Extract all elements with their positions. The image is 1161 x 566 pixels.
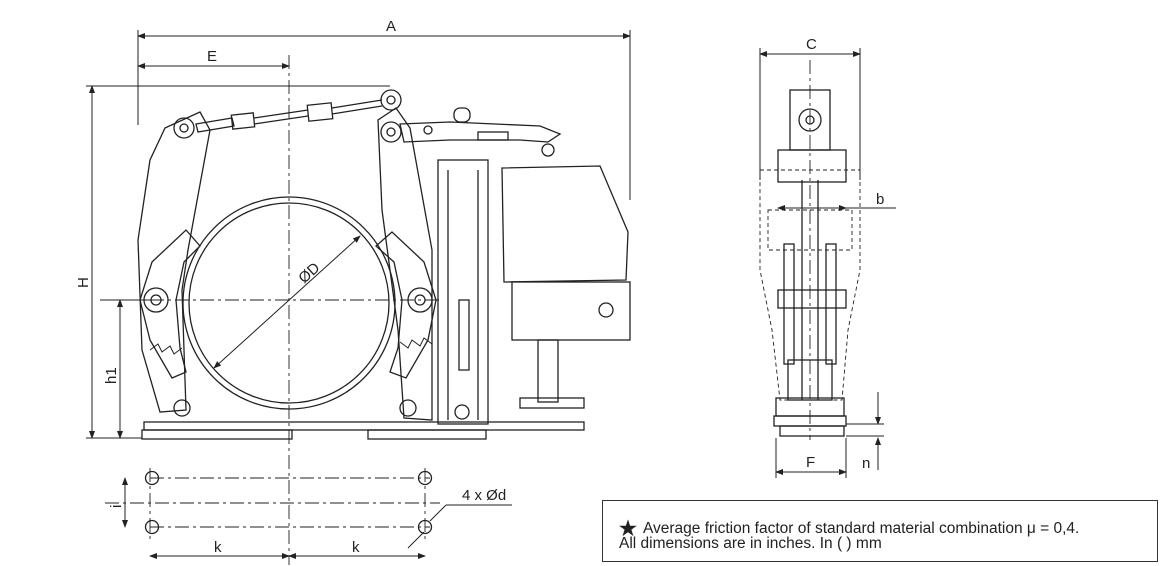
thruster-body	[501, 165, 629, 283]
thruster-foot	[537, 339, 559, 403]
front-view	[137, 89, 631, 440]
dim-label-k-right: k	[352, 539, 360, 556]
mounting-holes	[144, 470, 433, 535]
left-brake-shoe	[139, 229, 201, 379]
dimension-lines	[86, 30, 631, 559]
thruster-frame	[437, 159, 489, 425]
right-spring	[399, 337, 433, 349]
dim-label-F: F	[806, 454, 815, 471]
right-brake-shoe	[375, 231, 437, 379]
lever-knob	[453, 107, 471, 123]
left-spring	[149, 343, 183, 355]
dim-label-H: H	[75, 277, 92, 288]
dim-label-holes: 4 x Ød	[462, 487, 506, 504]
pin-top-right-1	[380, 89, 402, 111]
base-strip	[143, 421, 585, 431]
dim-label-k-left: k	[214, 539, 222, 556]
dim-label-A: A	[386, 18, 396, 35]
base-plate-left	[141, 429, 293, 440]
brake-drum-inner	[188, 202, 390, 404]
note-friction-text: Average friction factor of standard mate…	[642, 520, 1080, 537]
lever-arm	[399, 121, 562, 143]
dim-label-n: n	[862, 455, 870, 472]
left-brake-arm	[137, 111, 211, 413]
sight-glass	[458, 299, 470, 371]
tie-rod	[195, 117, 235, 133]
dim-label-i: i	[108, 505, 125, 508]
base-plate-right	[367, 429, 487, 440]
dim-label-b: b	[876, 191, 884, 208]
pin-bottom-right	[399, 399, 417, 417]
right-brake-arm	[377, 107, 433, 421]
note-box: ★ Average friction factor of standard mat…	[602, 500, 1158, 562]
brake-drum	[182, 196, 396, 410]
side-dimension-lines	[759, 48, 896, 478]
dim-label-h1: h1	[103, 367, 120, 384]
note-line-2: All dimensions are in inches. In ( ) mm	[619, 535, 882, 552]
pin-top-left	[173, 117, 195, 139]
dim-label-E: E	[207, 48, 217, 65]
note-line-1: ★ Average friction factor of standard mat…	[619, 514, 1080, 540]
turnbuckle	[306, 102, 334, 122]
thruster-lower	[511, 281, 631, 341]
star-icon: ★	[619, 518, 637, 540]
pin-bottom-left	[173, 399, 191, 417]
pin-top-right-2	[380, 121, 402, 143]
lever-scale	[477, 131, 509, 141]
dim-label-D: ØD	[295, 259, 323, 287]
dim-label-C: C	[806, 36, 817, 53]
